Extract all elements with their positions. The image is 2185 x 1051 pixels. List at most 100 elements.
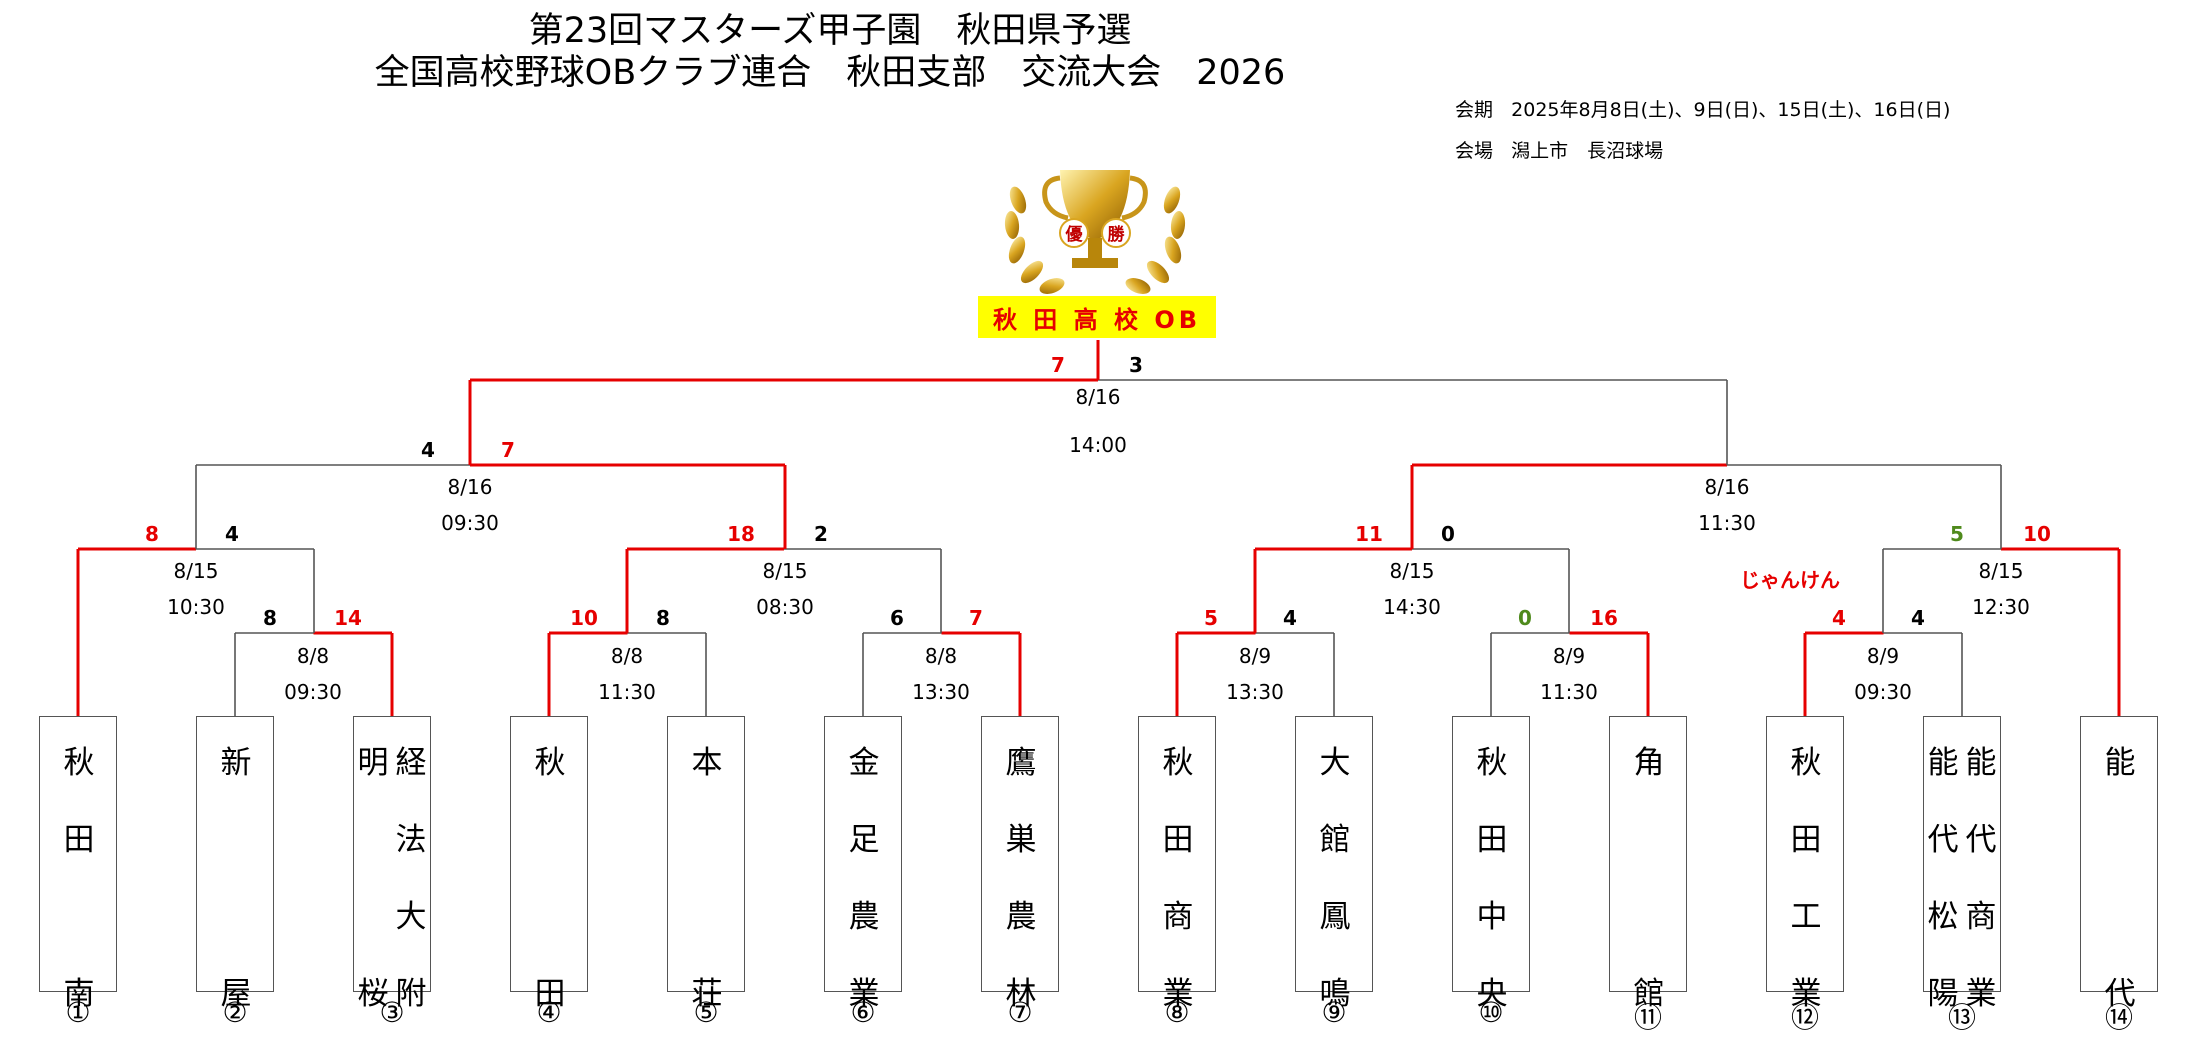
team-name-char: 秋 bbox=[1162, 745, 1194, 781]
team-box: 新屋 bbox=[196, 716, 274, 1012]
team-name-column: 大館鳳鳴 bbox=[1315, 725, 1355, 1033]
team-name-column: 能代松陽 bbox=[1923, 725, 1963, 1033]
team-box: 秋田商業 bbox=[1138, 716, 1216, 1012]
match-date-sf-a: 8/16 bbox=[448, 475, 493, 499]
team-name-char: 経 bbox=[395, 745, 427, 781]
team-name-char: 足 bbox=[848, 822, 880, 858]
team-number: ⑪ bbox=[1633, 1001, 1662, 1034]
team-name-char: 能 bbox=[2104, 745, 2136, 781]
match-date-r1-c: 8/8 bbox=[925, 644, 957, 668]
team-number: ② bbox=[222, 996, 248, 1029]
team-name-char: 秋 bbox=[63, 745, 95, 781]
team-box: 角館 bbox=[1609, 716, 1687, 1012]
score-right-final: 3 bbox=[1129, 353, 1143, 377]
team-box: 明桜経法大附 bbox=[353, 716, 431, 1012]
team-box: 大館鳳鳴 bbox=[1295, 716, 1373, 1012]
team-number: ⑬ bbox=[1947, 1001, 1976, 1034]
score-right-r1-b: 8 bbox=[656, 606, 670, 630]
team-name-column: 能代 bbox=[2100, 725, 2140, 1033]
match-time-r2-d: 12:30 bbox=[1972, 595, 2030, 619]
team-name-char: 鳳 bbox=[1319, 899, 1351, 935]
team-box: 秋田中央 bbox=[1452, 716, 1530, 1012]
team-name-column: 秋田中央 bbox=[1472, 725, 1512, 1033]
match-date-r1-a: 8/8 bbox=[297, 644, 329, 668]
team-name-char: 桜 bbox=[357, 976, 389, 1012]
match-time-final: 14:00 bbox=[1069, 433, 1127, 457]
team-number: ⑩ bbox=[1478, 996, 1504, 1029]
match-time-r1-c: 13:30 bbox=[912, 680, 970, 704]
team-name-char bbox=[59, 879, 99, 956]
match-time-sf-b: 11:30 bbox=[1698, 511, 1756, 535]
team-name-char bbox=[530, 879, 570, 956]
venue-value: 潟上市 長沼球場 bbox=[1511, 140, 1664, 162]
team-name-column: 経法大附 bbox=[391, 725, 431, 1033]
score-left-r2-a: 8 bbox=[145, 522, 159, 546]
team-name-char: 田 bbox=[63, 822, 95, 858]
team-box: 秋田南 bbox=[39, 716, 117, 1012]
team-name-char: 法 bbox=[395, 822, 427, 858]
team-number: ⑥ bbox=[850, 996, 876, 1029]
team-name-char bbox=[353, 879, 393, 956]
team-box: 本荘 bbox=[667, 716, 745, 1012]
team-name-char: 秋 bbox=[534, 745, 566, 781]
team-name-char: 秋 bbox=[1476, 745, 1508, 781]
team-number: ① bbox=[65, 996, 91, 1029]
score-left-r1-e: 0 bbox=[1518, 606, 1532, 630]
team-name-char: 央 bbox=[1476, 976, 1508, 1012]
match-date-r1-b: 8/8 bbox=[611, 644, 643, 668]
score-right-r2-b: 2 bbox=[814, 522, 828, 546]
team-name-char: 鳴 bbox=[1319, 976, 1351, 1012]
match-time-r1-f: 09:30 bbox=[1854, 680, 1912, 704]
team-name-char: 附 bbox=[395, 976, 427, 1012]
match-date-r2-b: 8/15 bbox=[763, 559, 808, 583]
score-left-r2-b: 18 bbox=[727, 522, 755, 546]
team-name-char: 巣 bbox=[1005, 822, 1037, 858]
team-name-char: 田 bbox=[1162, 822, 1194, 858]
team-name-char bbox=[1629, 879, 1669, 956]
team-name-char: 商 bbox=[1162, 899, 1194, 935]
team-name-char: 鷹 bbox=[1005, 745, 1037, 781]
team-name-char: 大 bbox=[395, 899, 427, 935]
team-name-column: 秋田 bbox=[530, 725, 570, 1033]
score-right-r2-d: 10 bbox=[2023, 522, 2051, 546]
team-box: 能代松陽能代商業 bbox=[1923, 716, 2001, 1012]
team-name-char: 代 bbox=[1965, 822, 1997, 858]
match-time-r1-d: 13:30 bbox=[1226, 680, 1284, 704]
team-name-char: 館 bbox=[1319, 822, 1351, 858]
trophy-icon: 優 勝 bbox=[1004, 170, 1186, 294]
team-name-char bbox=[687, 802, 727, 879]
score-left-r2-c: 11 bbox=[1355, 522, 1383, 546]
team-box: 秋田 bbox=[510, 716, 588, 1012]
team-name-char: 陽 bbox=[1927, 976, 1959, 1012]
team-name-char bbox=[530, 802, 570, 879]
page-title-line1: 第23回マスターズ甲子園 秋田県予選 bbox=[528, 11, 1132, 51]
team-name-char: 秋 bbox=[1790, 745, 1822, 781]
score-right-r1-d: 4 bbox=[1283, 606, 1297, 630]
team-name-char: 商 bbox=[1965, 899, 1997, 935]
team-name-column: 秋田南 bbox=[59, 725, 99, 1033]
team-number: ⑨ bbox=[1321, 996, 1347, 1029]
period-label: 会期 bbox=[1455, 99, 1494, 121]
score-left-r1-d: 5 bbox=[1204, 606, 1218, 630]
team-name-char: 田 bbox=[1476, 822, 1508, 858]
team-name-column: 新屋 bbox=[216, 725, 256, 1033]
score-left-final: 7 bbox=[1051, 353, 1065, 377]
team-name-char: 金 bbox=[848, 745, 880, 781]
score-left-sf-a: 4 bbox=[421, 438, 435, 462]
team-name-char bbox=[2100, 802, 2140, 879]
score-right-r1-f: 4 bbox=[1911, 606, 1925, 630]
champion-banner: 秋 田 高 校 OB bbox=[978, 296, 1216, 338]
team-name-char: 南 bbox=[63, 976, 95, 1012]
score-right-sf-a: 7 bbox=[501, 438, 515, 462]
team-number: ⑫ bbox=[1790, 1001, 1819, 1034]
team-name-char bbox=[353, 802, 393, 879]
team-name-char: 業 bbox=[1162, 976, 1194, 1012]
score-left-r1-b: 10 bbox=[570, 606, 598, 630]
team-name-char: 業 bbox=[1790, 976, 1822, 1012]
team-name-column: 鷹巣農林 bbox=[1001, 725, 1041, 1033]
match-time-r1-e: 11:30 bbox=[1540, 680, 1598, 704]
janken-note: じゃんけん bbox=[1740, 568, 1840, 592]
score-right-r2-c: 0 bbox=[1441, 522, 1455, 546]
team-name-char: 林 bbox=[1005, 976, 1037, 1012]
